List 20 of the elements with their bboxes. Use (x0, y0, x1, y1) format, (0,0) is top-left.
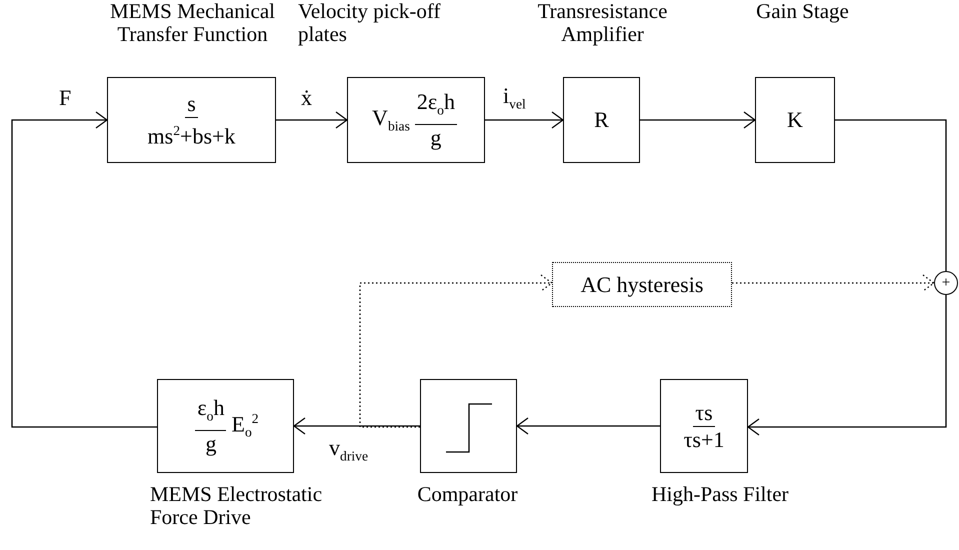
numerator: 2ε$_{o}$h (414, 89, 457, 125)
numerator: τs (693, 400, 715, 426)
block-title: Transresistance Amplifier (536, 0, 668, 46)
block-title: High-Pass Filter (650, 483, 790, 506)
block-label: AC hysteresis (580, 272, 704, 298)
gain-symbol: R (594, 107, 609, 133)
denominator: g (429, 124, 442, 151)
block-title: MEMS Mechanical Transfer Function (108, 0, 276, 46)
block-title: Gain Stage (755, 0, 850, 23)
denominator: ms$^{2}$+bs+k (146, 122, 236, 150)
block-title: Comparator (416, 483, 519, 506)
gain-symbol: V$_{bias}$ (372, 105, 410, 135)
plus-sign: + (942, 276, 950, 290)
numerator: ε$_{o}$h (195, 395, 226, 431)
denominator: g (204, 430, 218, 457)
gain-symbol: K (787, 107, 803, 133)
numerator: s (185, 90, 198, 118)
block-title: MEMS Electrostatic Force Drive (150, 483, 324, 529)
denominator: τs+1 (682, 426, 726, 452)
block-title: Velocity pick-off plates (298, 0, 442, 46)
